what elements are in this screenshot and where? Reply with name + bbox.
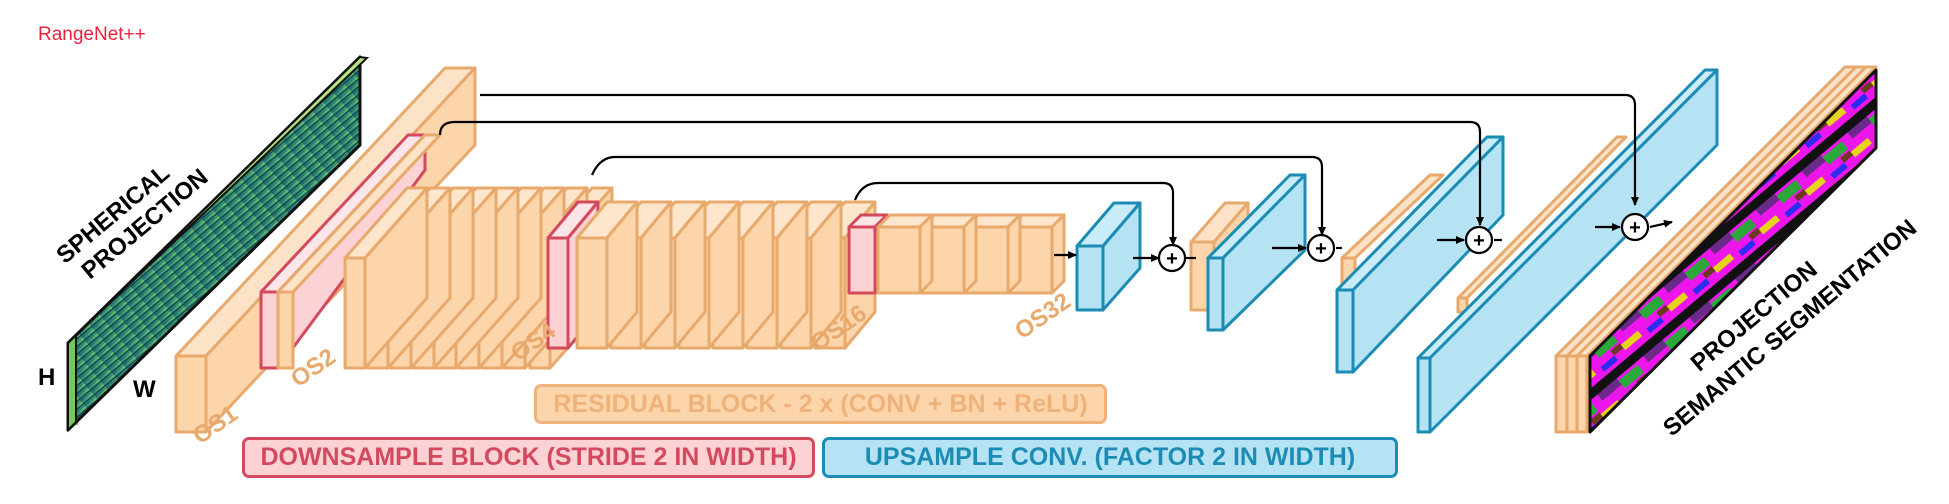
- skip-connection-os4: [590, 155, 1326, 236]
- svg-text:+: +: [1315, 238, 1327, 260]
- decoder-stage-1: [1075, 201, 1142, 312]
- legend-upsample-conv: UPSAMPLE CONV. (FACTOR 2 IN WIDTH): [822, 437, 1398, 478]
- output-segmentation-image: [1554, 65, 1878, 434]
- sum-node-1: +: [1157, 243, 1187, 273]
- encoder-os32-residual-stack: [876, 213, 1066, 295]
- skip-connection-os1: [480, 93, 1639, 206]
- svg-text:+: +: [1629, 217, 1641, 239]
- sum-nodes: + + + +: [1157, 212, 1650, 273]
- sum-node-3: +: [1464, 225, 1494, 255]
- sum-node-2: +: [1306, 233, 1336, 263]
- legend-downsample-block: DOWNSAMPLE BLOCK (STRIDE 2 IN WIDTH): [242, 437, 815, 478]
- svg-text:+: +: [1473, 230, 1485, 252]
- skip-connections: [438, 93, 1639, 246]
- decoder-stage-3: [1335, 135, 1505, 374]
- brand-title: RangeNet++: [38, 24, 146, 45]
- dimension-w-label: W: [133, 376, 156, 403]
- decoder-stage-4: [1416, 68, 1719, 434]
- decoder-stage-2: [1189, 173, 1307, 332]
- residual-slice-os8-7: [575, 200, 639, 350]
- sum-node-4: +: [1620, 212, 1650, 242]
- skip-connection-os2: [438, 120, 1484, 226]
- dimension-h-label: H: [38, 364, 55, 391]
- scale-label-os32: OS32: [1010, 288, 1076, 345]
- legend-residual-block: RESIDUAL BLOCK - 2 x (CONV + BN + ReLU): [534, 384, 1107, 424]
- decoder-flow-arrows: [1054, 219, 1673, 262]
- svg-text:+: +: [1166, 248, 1178, 270]
- encoder-os4-residual-stack: [343, 186, 614, 370]
- residual-slice-os2-8: [343, 186, 429, 370]
- input-range-image: [66, 55, 370, 433]
- residual-slice-os16-3: [876, 213, 934, 295]
- skip-connection-os16: [853, 181, 1177, 246]
